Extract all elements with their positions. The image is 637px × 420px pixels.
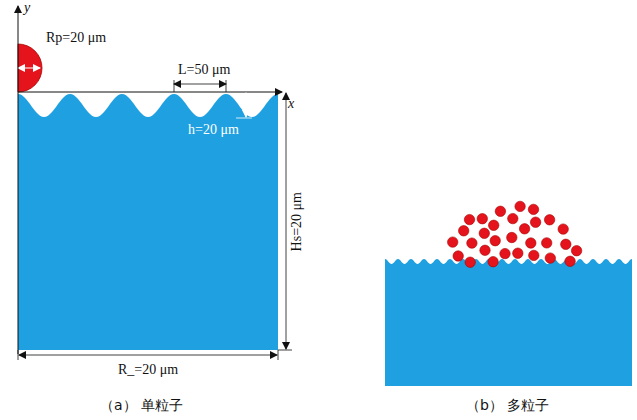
particle bbox=[508, 213, 518, 223]
particle bbox=[507, 232, 517, 242]
y-axis bbox=[18, 6, 19, 354]
axis-label: y bbox=[24, 0, 30, 15]
dimension-label: R_=20 μm bbox=[118, 362, 178, 377]
dimension-line bbox=[246, 93, 247, 117]
particle bbox=[495, 206, 505, 216]
dimension-label: h=20 μm bbox=[188, 122, 239, 137]
particles bbox=[448, 201, 582, 267]
particle bbox=[488, 257, 498, 267]
extension-line bbox=[174, 80, 175, 92]
particle bbox=[479, 228, 489, 238]
particle bbox=[565, 256, 575, 266]
particle bbox=[500, 248, 510, 258]
particle bbox=[561, 239, 571, 249]
particle bbox=[529, 250, 539, 260]
particle bbox=[453, 251, 463, 261]
axis-label: x bbox=[288, 96, 294, 111]
extension-line bbox=[278, 350, 279, 360]
dimension-line bbox=[19, 355, 277, 356]
caption: （b） 多粒子 bbox=[466, 398, 549, 413]
particle bbox=[459, 226, 469, 236]
particle bbox=[477, 214, 487, 224]
particle bbox=[490, 236, 500, 246]
extension-line bbox=[18, 350, 19, 360]
x-axis bbox=[18, 92, 282, 93]
dimension-label: Rp=20 μm bbox=[46, 30, 106, 45]
radius-arrow bbox=[18, 68, 40, 69]
particle bbox=[526, 238, 536, 248]
particle bbox=[513, 248, 523, 258]
particle bbox=[542, 238, 552, 248]
particle bbox=[515, 201, 525, 211]
particle bbox=[464, 214, 474, 224]
particle bbox=[545, 253, 555, 263]
particle bbox=[465, 257, 475, 267]
extension-line bbox=[278, 350, 292, 351]
particle bbox=[448, 237, 458, 247]
particle bbox=[489, 220, 499, 230]
particle bbox=[480, 245, 490, 255]
substrate bbox=[385, 259, 632, 386]
dimension-label: Hs=20 μm bbox=[289, 192, 304, 251]
substrate bbox=[18, 94, 278, 350]
dimension-label: L=50 μm bbox=[178, 62, 230, 77]
particle bbox=[558, 224, 568, 234]
particle bbox=[519, 224, 529, 234]
particle bbox=[571, 246, 581, 256]
extension-line bbox=[236, 118, 252, 119]
particle bbox=[544, 215, 554, 225]
particle bbox=[528, 204, 538, 214]
dimension-line bbox=[286, 93, 287, 349]
extension-line bbox=[226, 80, 227, 92]
particle bbox=[467, 238, 477, 248]
particle bbox=[530, 217, 540, 227]
dimension-line bbox=[174, 84, 226, 85]
caption: （a） 单粒子 bbox=[100, 398, 183, 413]
particle bbox=[18, 44, 42, 92]
